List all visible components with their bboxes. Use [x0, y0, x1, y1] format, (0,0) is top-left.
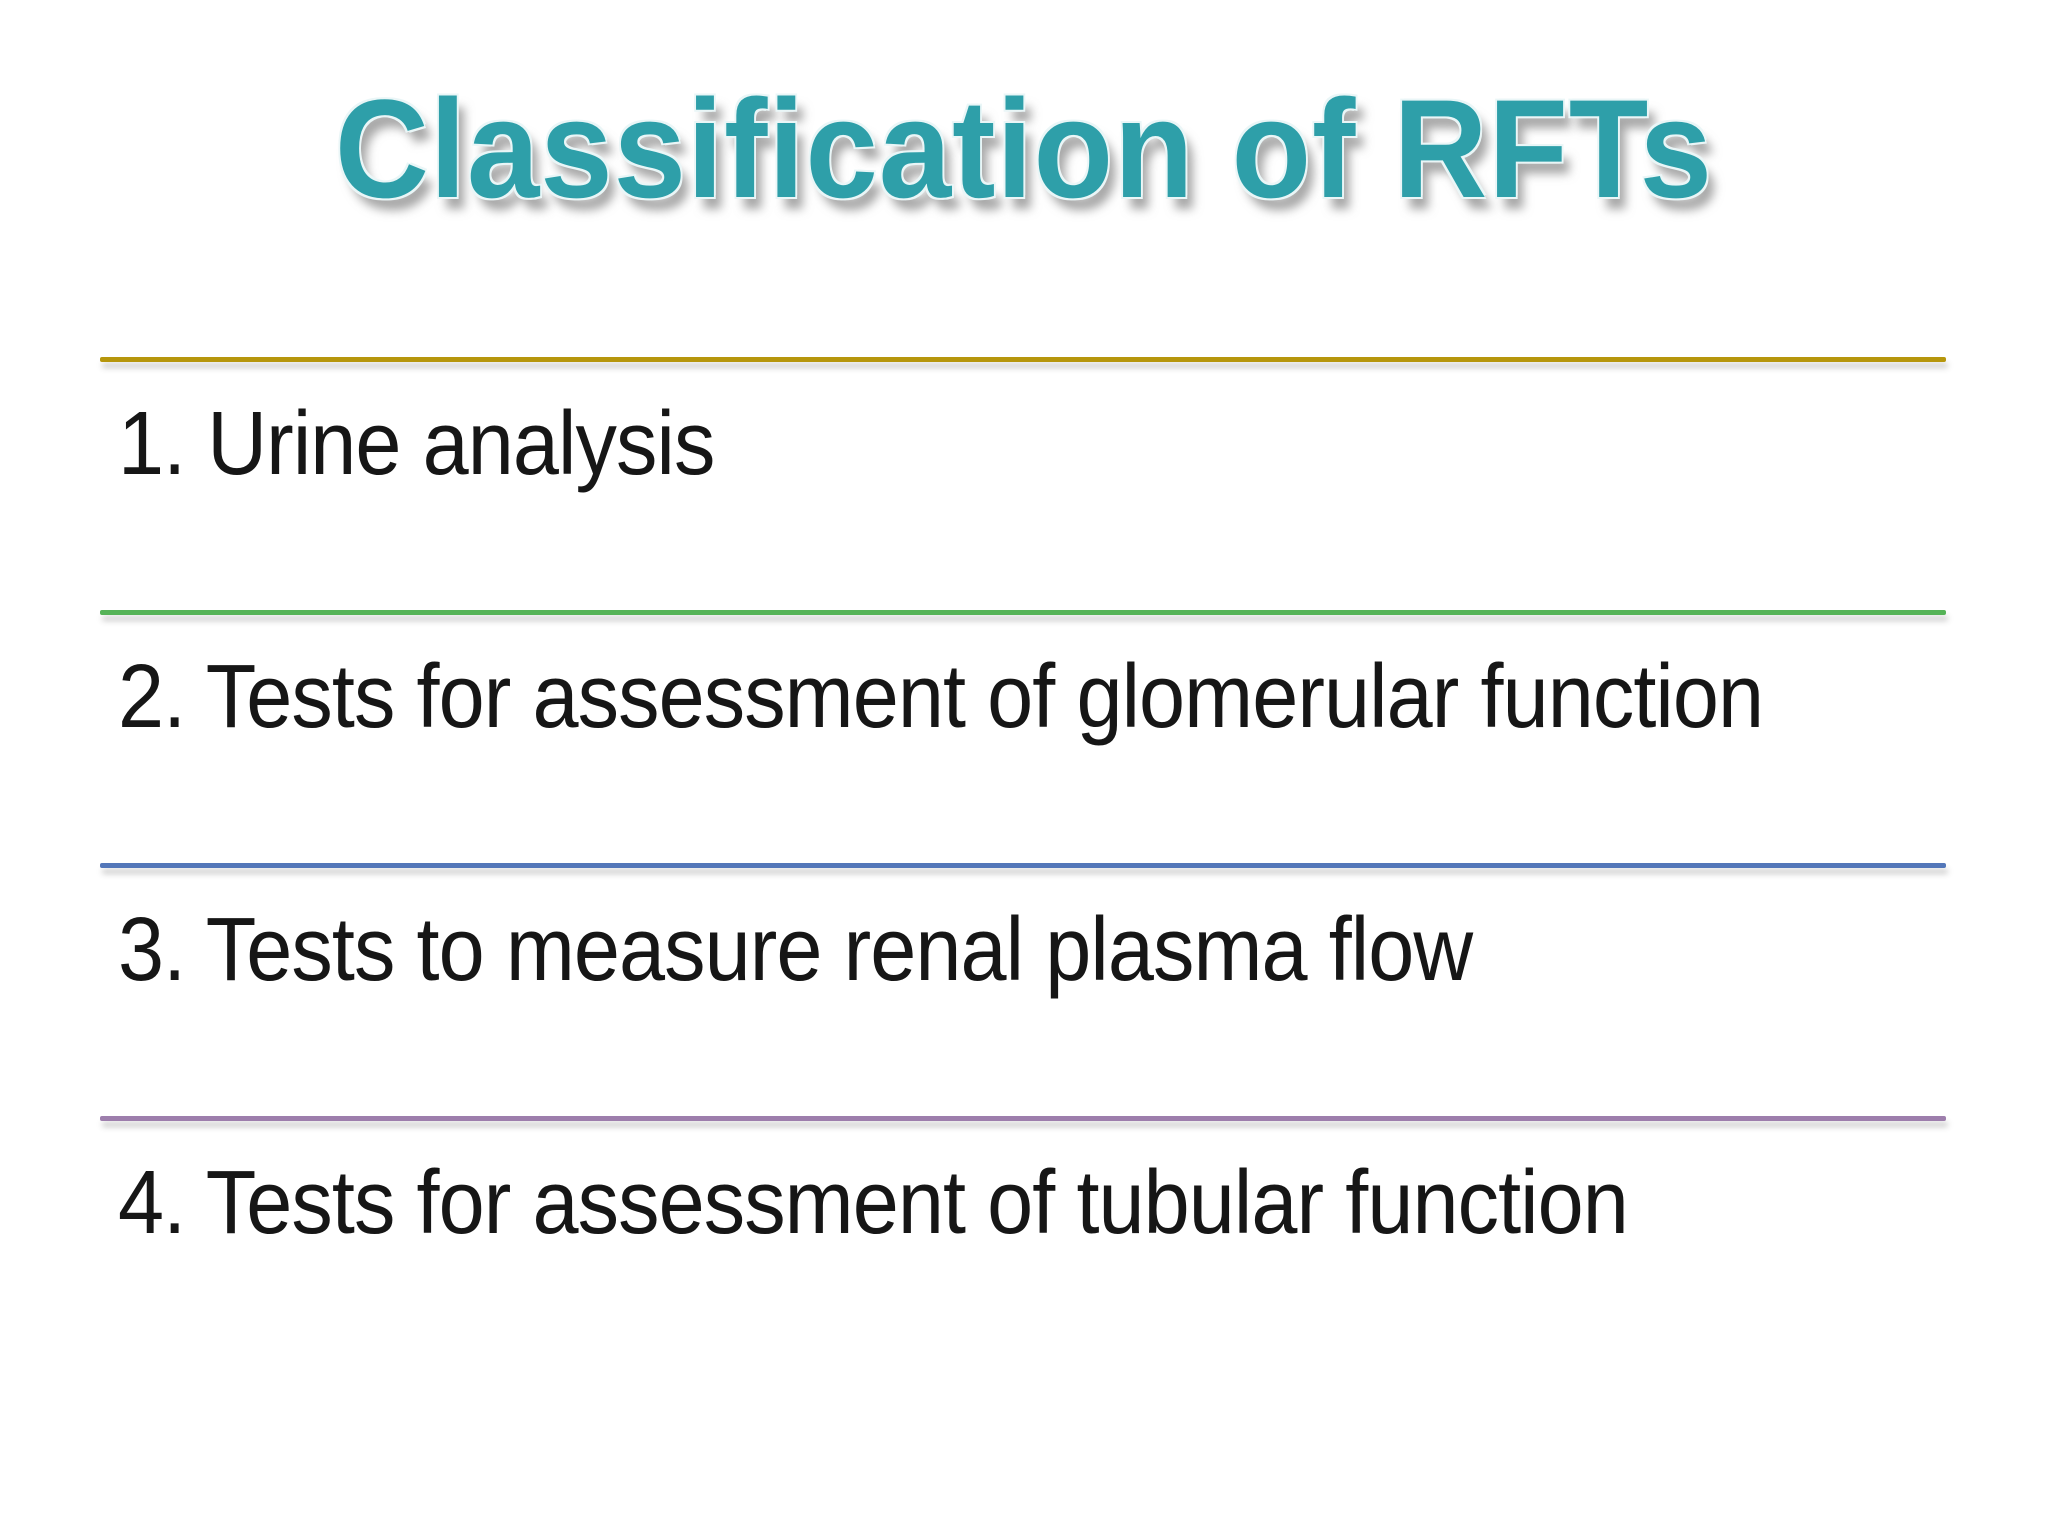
divider-line-blue [100, 863, 1946, 868]
divider-line-gold [100, 357, 1946, 362]
list-item-tubular-function: 4. Tests for assessment of tubular funct… [100, 1116, 1946, 1369]
list-item-renal-plasma-flow: 3. Tests to measure renal plasma flow [100, 863, 1946, 1116]
divider-line-green [100, 610, 1946, 615]
list-item-text: 1. Urine analysis [118, 394, 715, 494]
list-item-text: 2. Tests for assessment of glomerular fu… [118, 647, 1764, 747]
slide-title: Classification of RFTs [334, 70, 1714, 227]
list-item-urine-analysis: 1. Urine analysis [100, 357, 1946, 610]
list-item-glomerular-function: 2. Tests for assessment of glomerular fu… [100, 610, 1946, 863]
list-item-text: 4. Tests for assessment of tubular funct… [118, 1153, 1629, 1253]
divider-line-purple [100, 1116, 1946, 1121]
list-item-text: 3. Tests to measure renal plasma flow [118, 900, 1473, 1000]
rft-classification-list: 1. Urine analysis 2. Tests for assessmen… [100, 357, 1946, 1369]
